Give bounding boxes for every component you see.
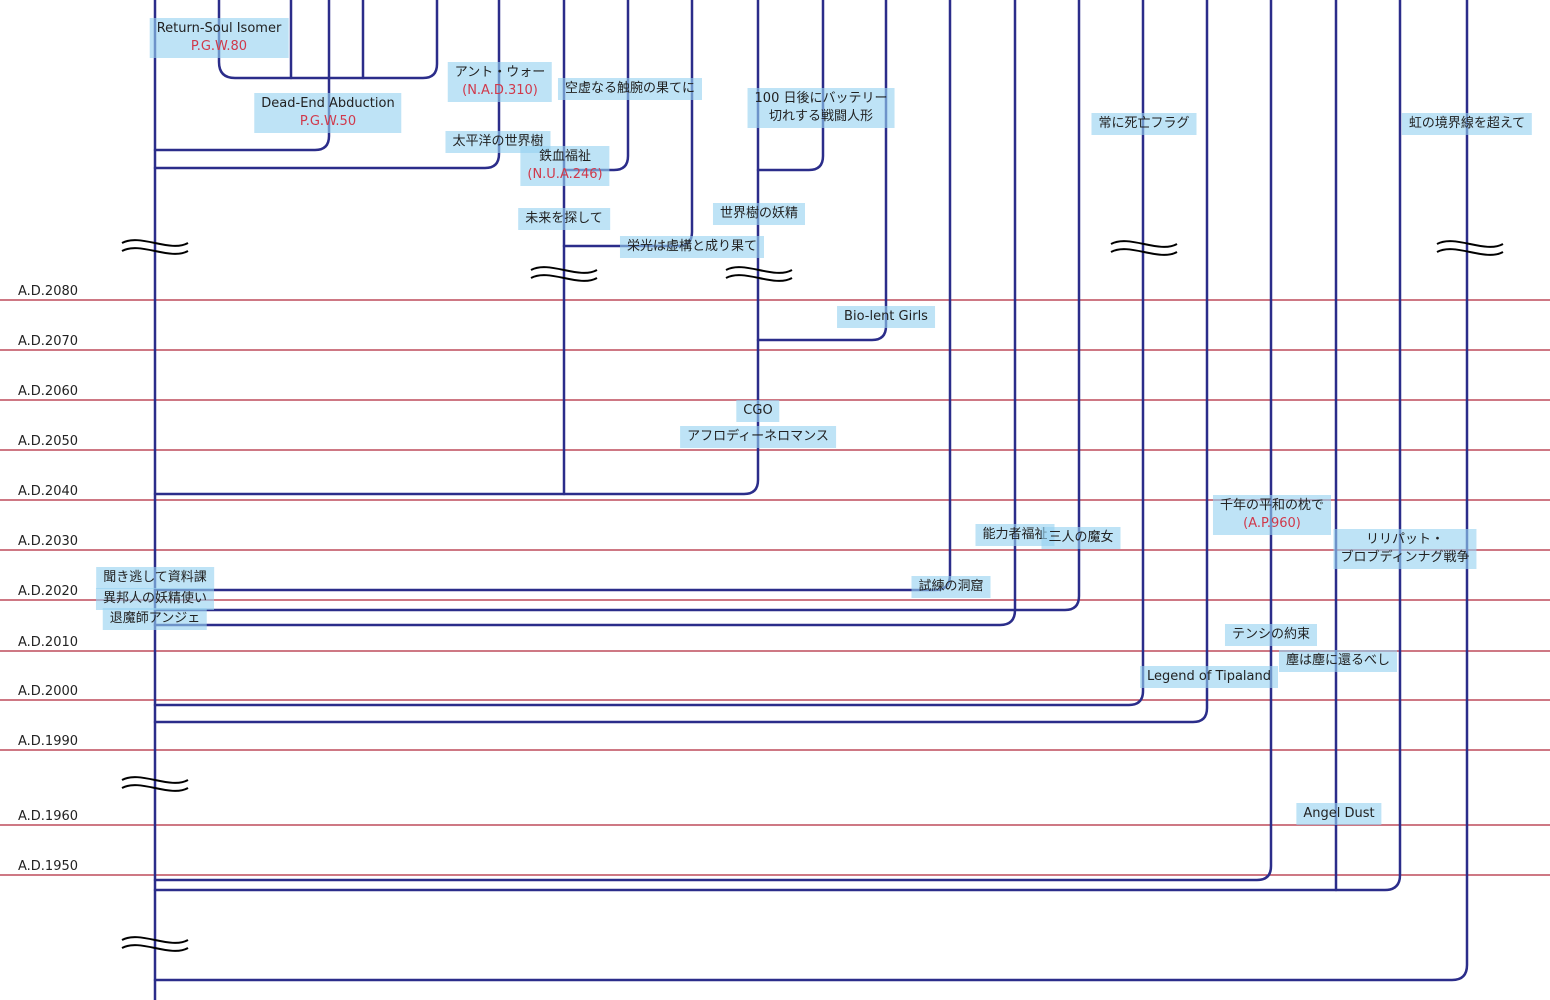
work-label-tipaland[interactable]: Legend of Tipaland [1140, 666, 1278, 688]
year-label: A.D.2050 [18, 434, 78, 449]
branch-line [153, 0, 1081, 612]
timeline-break-marker [1110, 240, 1178, 256]
work-title: リリパット・ [1365, 532, 1444, 547]
work-label-tekketsu[interactable]: 鉄血福祉 (N.U.A.246) [520, 146, 610, 186]
work-title: アント・ウォー [454, 65, 546, 80]
work-era-code: (N.U.A.246) [527, 167, 603, 182]
work-label-lilliput[interactable]: リリパット・ブロブディンナグ戦争 [1333, 529, 1477, 569]
branch-line [153, 0, 1402, 892]
timeline-break-marker [1436, 240, 1504, 256]
work-label-sennen[interactable]: 千年の平和の枕で (A.P.960) [1212, 495, 1332, 535]
year-label: A.D.2080 [18, 284, 78, 299]
branch-line [153, 0, 501, 170]
work-title: 能力者福祉 [982, 527, 1048, 542]
work-label-kuukyo[interactable]: 空虚なる触腕の果てに [557, 78, 703, 100]
work-label-battery[interactable]: 100 日後にバッテリー切れする戦闘人形 [747, 88, 895, 128]
year-label: A.D.2060 [18, 384, 78, 399]
work-label-niji[interactable]: 虹の境界線を超えて [1401, 113, 1533, 135]
work-title: CGO [743, 403, 773, 418]
work-title: 試練の洞窟 [918, 579, 984, 594]
work-title: 100 日後にバッテリー [754, 91, 888, 106]
work-label-shiren[interactable]: 試練の洞窟 [911, 576, 991, 598]
work-title: 未来を探して [525, 211, 603, 226]
work-label-ant-war[interactable]: アント・ウォー (N.A.D.310) [447, 62, 553, 102]
work-title: 太平洋の世界樹 [452, 134, 544, 149]
work-label-aphrodite[interactable]: アフロディーネロマンス [680, 426, 836, 448]
year-label: A.D.2030 [18, 534, 78, 549]
work-era-code: (N.A.D.310) [462, 83, 538, 98]
work-title: Bio-lent Girls [844, 309, 928, 324]
branch-line [153, 0, 1469, 982]
year-label: A.D.1950 [18, 859, 78, 874]
work-title: 三人の魔女 [1048, 530, 1114, 545]
work-title-line2: 切れする戦闘人形 [768, 109, 874, 124]
year-label: A.D.2020 [18, 584, 78, 599]
work-title: 退魔師アンジェ [109, 611, 201, 626]
work-title: 鉄血福祉 [538, 149, 592, 164]
work-label-sannin[interactable]: 三人の魔女 [1041, 527, 1121, 549]
timeline-break-marker [121, 936, 189, 952]
work-label-angel-dust[interactable]: Angel Dust [1296, 803, 1382, 825]
work-title: 塵は塵に還るべし [1285, 653, 1391, 668]
work-title: Return-Soul Isomer [156, 21, 282, 36]
branch-line [153, 0, 1145, 707]
work-label-eikou[interactable]: 栄光は虚構と成り果て [619, 236, 765, 258]
work-title: 千年の平和の枕で [1219, 498, 1325, 513]
work-title: アフロディーネロマンス [687, 429, 829, 444]
work-label-sekaiju-yousei[interactable]: 世界樹の妖精 [712, 203, 806, 225]
branch-line [153, 0, 331, 152]
work-label-angie[interactable]: 退魔師アンジェ [102, 608, 208, 630]
year-label: A.D.2010 [18, 635, 78, 650]
work-title: 常に死亡フラグ [1098, 116, 1190, 131]
branch-line [153, 0, 760, 496]
branch-line [756, 0, 825, 172]
work-label-ihoujin[interactable]: 異邦人の妖精使い [95, 588, 215, 610]
work-title: 空虚なる触腕の果てに [564, 81, 696, 96]
branch-line [153, 0, 1209, 724]
work-label-nouryoku[interactable]: 能力者福祉 [975, 524, 1055, 546]
year-label: A.D.1960 [18, 809, 78, 824]
timeline-break-marker [121, 776, 189, 792]
work-label-shibou[interactable]: 常に死亡フラグ [1091, 113, 1197, 135]
work-era-code: P.G.W.80 [190, 39, 248, 54]
year-label: A.D.1990 [18, 734, 78, 749]
work-label-mirai[interactable]: 未来を探して [518, 208, 610, 230]
work-title: Angel Dust [1303, 806, 1375, 821]
work-title: 聞き逃して資料課 [103, 570, 207, 585]
branch-line [562, 0, 630, 172]
work-title-line2: ブロブディンナグ戦争 [1340, 550, 1470, 565]
work-label-chiri[interactable]: 塵は塵に還るべし [1278, 650, 1398, 672]
branch-line [153, 0, 1273, 882]
work-title: 世界樹の妖精 [719, 206, 799, 221]
work-label-kikinogashi[interactable]: 聞き逃して資料課 [96, 567, 214, 589]
work-label-bio-lent[interactable]: Bio-lent Girls [837, 306, 935, 328]
year-label: A.D.2070 [18, 334, 78, 349]
work-era-code: P.G.W.50 [299, 114, 357, 129]
work-title: 栄光は虚構と成り果て [626, 239, 758, 254]
branch-line [217, 0, 439, 80]
timeline-break-marker [725, 266, 793, 282]
work-era-code: (A.P.960) [1243, 516, 1301, 531]
work-label-cgo[interactable]: CGO [736, 400, 780, 422]
year-label: A.D.2040 [18, 484, 78, 499]
year-label: A.D.2000 [18, 684, 78, 699]
work-label-tenshi[interactable]: テンシの約束 [1224, 624, 1318, 646]
work-title: Dead-End Abduction [261, 96, 395, 111]
work-title: 虹の境界線を超えて [1408, 116, 1526, 131]
work-title: テンシの約束 [1231, 627, 1311, 642]
timeline-break-marker [121, 239, 189, 255]
work-title: Legend of Tipaland [1147, 669, 1271, 684]
work-title: 異邦人の妖精使い [102, 591, 208, 606]
timeline-break-marker [530, 266, 598, 282]
